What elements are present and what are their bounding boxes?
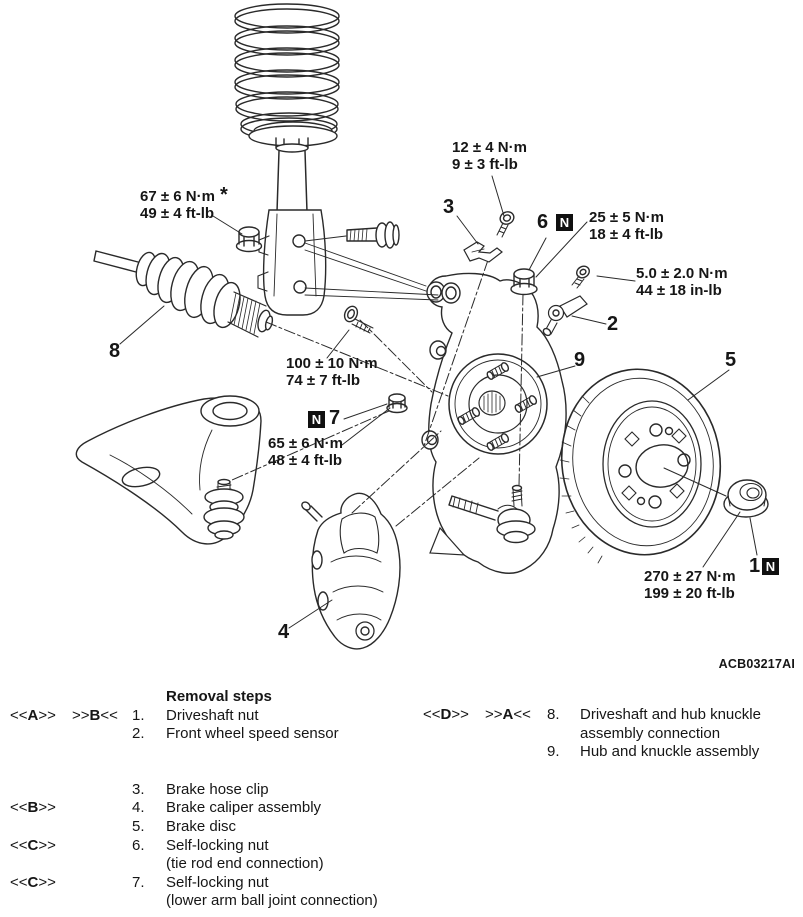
torque-metric: 65 ± 6 N·m (268, 435, 343, 452)
part-label-6: 6 (537, 211, 549, 233)
strut-upper-nut (235, 226, 263, 253)
legend-row-4: <<B>> 4. Brake caliper assembly (10, 799, 415, 818)
legend-row-6b: (tie rod end connection) (10, 855, 415, 874)
step-text: Front wheel speed sensor (166, 725, 339, 743)
torque-imperial: 74 ± 7 ft-lb (286, 371, 361, 389)
part-label-4: 4 (278, 621, 290, 643)
legend-row-3: 3. Brake hose clip (10, 781, 415, 800)
legend-row-8: <<D>> >>A<< 8. Driveshaft and hub knuckl… (423, 706, 798, 725)
torque-metric: 270 ± 27 N·m (644, 568, 736, 585)
legend-row-8b: assembly connection (423, 725, 798, 744)
asterisk-note: * (220, 184, 228, 206)
step-marker-C: <<C>> (10, 836, 56, 854)
brake-caliper-illustration (301, 492, 401, 650)
step-number: 2. (132, 725, 145, 743)
part-label-5: 5 (725, 349, 737, 371)
driveshaft-illustration (93, 250, 274, 338)
part-label-8: 8 (109, 340, 121, 362)
brake-disc-illustration (559, 368, 722, 564)
legend-title: Removal steps (166, 688, 272, 705)
n-symbol-badge-7: N (308, 411, 325, 428)
sensor-harness-bolt (496, 211, 515, 238)
step-text: Brake hose clip (166, 780, 269, 798)
step-number: 9. (547, 743, 560, 761)
torque-metric: 25 ± 5 N·m (589, 209, 664, 226)
step-text-cont: assembly connection (580, 724, 721, 742)
step-marker-A-rev: >>A<< (485, 706, 531, 723)
step-number: 3. (132, 780, 145, 798)
figure-code: ACB03217AI (718, 657, 795, 671)
legend-row-1: <<A>> >>B<< 1. Driveshaft nut (10, 707, 415, 726)
n-symbol-badge-6: N (556, 214, 573, 231)
part-label-1: 1 (749, 555, 761, 577)
strut-knuckle-bolt (343, 305, 374, 334)
legend-row-5: 5. Brake disc (10, 818, 415, 837)
n-symbol-badge-1: N (762, 558, 779, 575)
legend-row-6: <<C>> 6. Self-locking nut (10, 837, 415, 856)
step-text: Self-locking nut (166, 873, 269, 891)
tie-rod-locknut (510, 268, 538, 296)
part-label-7: 7 (329, 407, 341, 429)
torque-callout-strut-knuckle-bolt: 100 ± 10 N·m 74 ± 7 ft-lb (286, 355, 378, 389)
step-text: Driveshaft and hub knuckle (580, 706, 761, 723)
torque-imperial: 199 ± 20 ft-lb (644, 584, 735, 602)
torque-metric: 100 ± 10 N·m (286, 355, 378, 372)
step-marker-D: <<D>> (423, 706, 469, 723)
coil-spring-illustration (234, 3, 340, 141)
torque-imperial: 9 ± 3 ft-lb (452, 155, 518, 173)
torque-imperial: 18 ± 4 ft-lb (589, 225, 664, 243)
torque-metric: 5.0 ± 2.0 N·m (636, 265, 728, 282)
torque-metric: 12 ± 4 N·m (452, 139, 527, 156)
step-number: 6. (132, 836, 145, 854)
step-text-cont: (lower arm ball joint connection) (166, 892, 378, 910)
torque-callout-driveshaft-nut: 270 ± 27 N·m 199 ± 20 ft-lb (644, 568, 736, 602)
torque-callout-ball-joint-nut: 65 ± 6 N·m 48 ± 4 ft-lb (268, 435, 343, 469)
wheel-speed-sensor (542, 295, 588, 337)
torque-imperial: 49 ± 4 ft-lb (140, 204, 215, 222)
step-number: 1. (132, 706, 145, 724)
step-text: Hub and knuckle assembly (580, 743, 760, 761)
part-label-2: 2 (607, 313, 619, 335)
strut-pinch-bolt (346, 221, 400, 249)
step-marker-B: <<B>> (10, 799, 56, 817)
legend-row-7b: (lower arm ball joint connection) (10, 892, 415, 911)
step-marker-B-rev: >>B<< (72, 706, 118, 724)
part-label-3: 3 (443, 196, 455, 218)
legend-row-7: <<C>> 7. Self-locking nut (10, 874, 415, 893)
step-text: Brake caliper assembly (166, 799, 322, 817)
ball-joint-locknut (386, 393, 408, 414)
torque-callout-strut-nut: 67 ± 6 N·m 49 ± 4 ft-lb (140, 188, 215, 222)
torque-callout-tie-rod-nut: 25 ± 5 N·m 18 ± 4 ft-lb (589, 209, 664, 243)
step-marker-C: <<C>> (10, 873, 56, 891)
tie-rod-end-illustration (448, 484, 536, 544)
lower-arm-illustration (75, 395, 262, 545)
brake-hose-clip (463, 241, 503, 263)
step-number: 7. (132, 873, 145, 891)
step-number: 8. (547, 706, 560, 723)
torque-callout-sensor-harness-bolt: 12 ± 4 N·m 9 ± 3 ft-lb (452, 139, 527, 173)
legend-row-2: 2. Front wheel speed sensor (10, 725, 415, 744)
torque-imperial: 48 ± 4 ft-lb (268, 451, 343, 469)
torque-imperial: 44 ± 18 in-lb (636, 281, 722, 299)
torque-callout-speed-sensor-bolt: 5.0 ± 2.0 N·m 44 ± 18 in-lb (636, 265, 728, 299)
assembly-centre-lines (231, 235, 524, 527)
step-number: 5. (132, 817, 145, 835)
step-text: Self-locking nut (166, 836, 269, 854)
leader-lines (119, 175, 758, 629)
removal-steps-legend-left: Removal steps <<A>> >>B<< 1. Driveshaft … (10, 688, 415, 911)
driveshaft-nut-illustration (723, 479, 769, 518)
suspension-diagram-canvas (75, 3, 769, 650)
strut-assembly-illustration (248, 121, 338, 316)
step-text: Driveshaft nut (166, 706, 259, 724)
torque-metric: 67 ± 6 N·m (140, 188, 215, 205)
legend-row-9: 9. Hub and knuckle assembly (423, 743, 798, 762)
step-marker-A: <<A>> (10, 706, 56, 724)
knuckle-hub-illustration (421, 272, 567, 574)
speed-sensor-bolt (571, 265, 590, 289)
part-label-9: 9 (574, 349, 586, 371)
step-number: 4. (132, 799, 145, 817)
step-text: Brake disc (166, 817, 237, 835)
step-text-cont: (tie rod end connection) (166, 855, 324, 873)
removal-steps-legend-right: <<D>> >>A<< 8. Driveshaft and hub knuckl… (423, 706, 798, 762)
